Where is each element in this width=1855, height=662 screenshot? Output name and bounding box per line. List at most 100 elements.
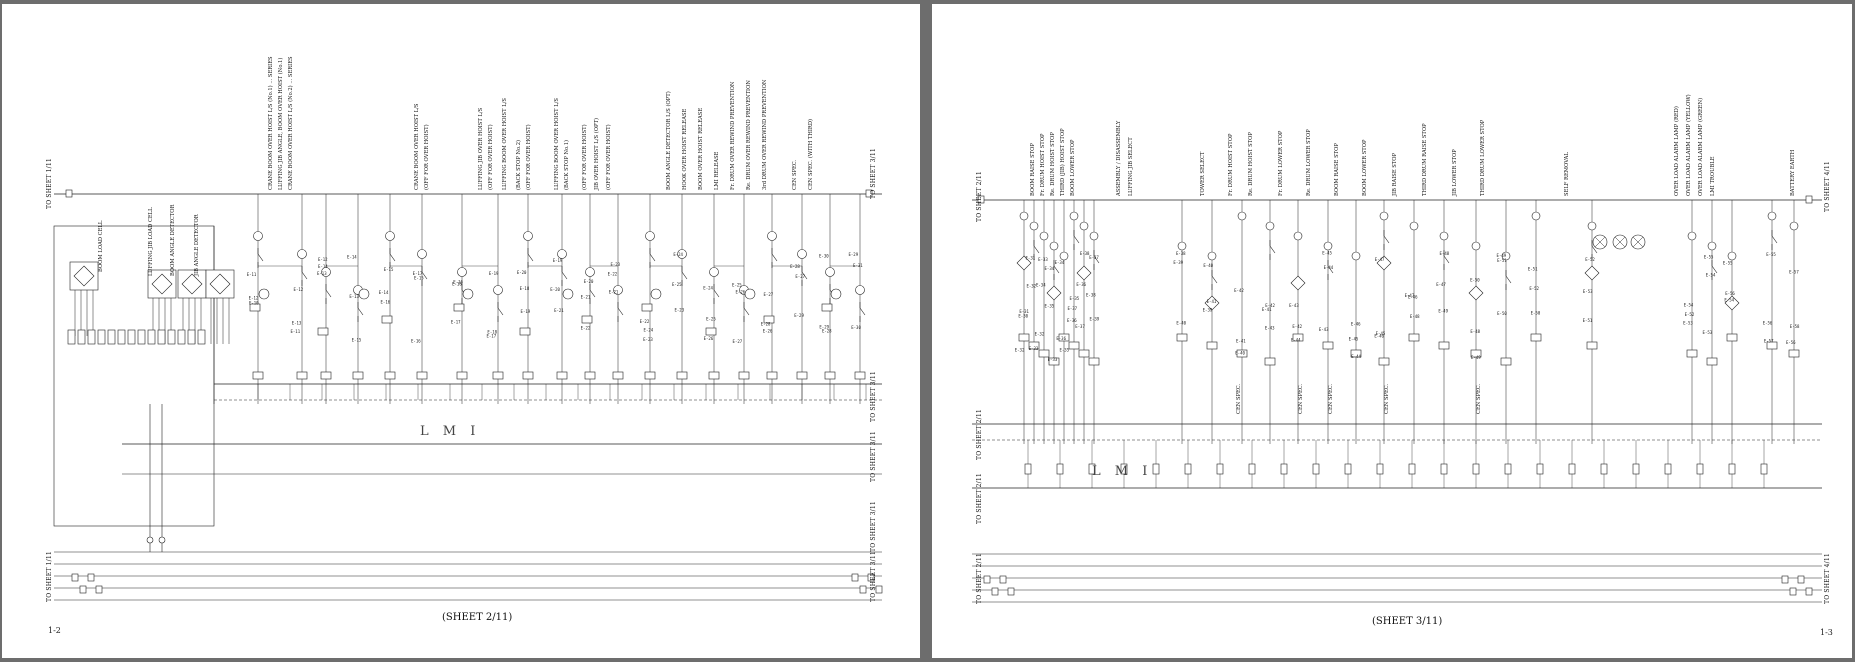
connection-mid-left-2: TO SHEET 2/11 [976,473,983,524]
terminal-box [384,371,396,380]
wire-label: E-20 [517,270,527,275]
wire-label: E-18 [520,286,530,291]
wire-label: E-23 [610,262,620,267]
limit-switch-symbol [613,285,623,295]
connection-top-left-r: TO SHEET 2/11 [976,171,983,222]
wire-label: E-22 [640,319,650,324]
wire-label: E-40 [1176,320,1186,325]
wire-label: E-38 [1086,293,1096,298]
limit-switch-symbol [297,249,307,259]
function-label: ASSEMBLY / DISASSEMBLY [1116,120,1122,196]
wire-label: E-20 [550,287,560,292]
terminal-box [708,371,720,380]
terminal-box [1408,333,1420,342]
bridge-sensor-symbol [73,265,95,287]
wire-label: E-17 [451,320,461,325]
wire-label: E-32 [1026,283,1036,288]
relay-coil [744,288,756,300]
terminal-box [1726,333,1738,342]
limit-switch-symbol [457,267,467,277]
diode-box [763,315,775,324]
wire-label: E-45 [1376,331,1386,336]
function-label: BOOM LOWER STOP [1362,139,1368,196]
fuse-box [1728,463,1736,475]
wire-label: E-26 [704,336,714,341]
connection-top-left: TO SHEET 1/11 [46,158,53,209]
function-label: JIB OVER HOIST L/S (OPT) [594,118,600,190]
wire-label: E-54 [1724,298,1734,303]
limit-switch-symbol [1501,251,1511,261]
wire-label: E-31 [1026,256,1036,261]
limit-switch-symbol [1079,221,1089,231]
fuse-box [1504,463,1512,475]
terminal-box [1378,357,1390,366]
relay-coil [830,288,842,300]
wire-label: E-13 [349,294,359,299]
function-label: BOOM RAISE STOP [1030,143,1036,196]
terminal-box [522,371,534,380]
wire-label: E-45 [1349,337,1359,342]
wire-label: E-35 [1070,296,1080,301]
function-label: CEN SPEC. [792,159,798,190]
switch-contact [1383,235,1390,244]
limit-switch-symbol [1069,211,1079,221]
terminal-box [1068,341,1080,350]
terminal-box [556,371,568,380]
sensor-label-jib-load-cell: LUFFING JIB LOAD CELL [148,207,154,276]
fuse-box [1088,463,1096,475]
switch-contact [771,253,778,262]
switch-contact [617,307,624,316]
sensor-box [147,269,177,299]
wire-label: E-14 [379,290,389,295]
terminal-box [1766,341,1778,350]
bottom-terminal [867,573,875,582]
bus-terminal [977,195,985,204]
page-number-right: 1-3 [1820,628,1833,637]
diode-symbol [1468,285,1484,301]
terminal-strip [167,329,176,345]
connection-mid-left-1: TO SHEET 2/11 [976,409,983,460]
wire-label: E-17 [486,333,496,338]
wire-label: E-57 [1764,338,1774,343]
terminal-box [1028,341,1040,350]
function-label: Fr. DRUM HOIST STOP [1228,133,1234,196]
relay-coil [650,288,662,300]
cen-spec-label: CEN SPEC. [1298,383,1304,414]
wire-label: E-51 [1528,266,1538,271]
limit-switch-symbol [1687,231,1697,241]
relay-coil [562,288,574,300]
switch-contact [1053,265,1060,274]
diode-symbol [1290,275,1306,291]
bottom-terminal [87,573,95,582]
function-label: (OFF FOR OVER HOIST) [526,124,532,190]
lmi-label-right: L M I [1092,464,1153,479]
terminal-strip [177,329,186,345]
wire-label: E-46 [1351,322,1361,327]
function-label: HOOK OVER HOIST RELEASE [682,108,688,190]
wire-label: E-55 [1766,252,1776,257]
bottom-terminal [999,575,1007,584]
fuse-box [1632,463,1640,475]
limit-switch-symbol [385,231,395,241]
wire-label: E-38 [1080,251,1090,256]
cen-spec-label: CEN SPEC. [1476,383,1482,414]
wire-label: E-12 [249,296,259,301]
fuse-box [1472,463,1480,475]
wire-label: E-34 [1036,283,1046,288]
diode-box [581,315,593,324]
diode-box [381,315,393,324]
wire-label: E-39 [1173,260,1183,265]
wire-label: E-17 [413,271,423,276]
terminal-box [766,371,778,380]
wire-label: E-43 [1319,327,1329,332]
diode-box [519,327,531,336]
limit-switch-symbol [1323,241,1333,251]
wire-label: E-12 [318,257,328,262]
wire-label: E-31 [1019,309,1029,314]
wire-label: E-36 [1076,282,1086,287]
terminal-box [1018,333,1030,342]
diode-box [453,303,465,312]
wire-label: E-27 [795,274,805,279]
bus-terminal [1805,195,1813,204]
lamp-cross [1614,236,1626,248]
